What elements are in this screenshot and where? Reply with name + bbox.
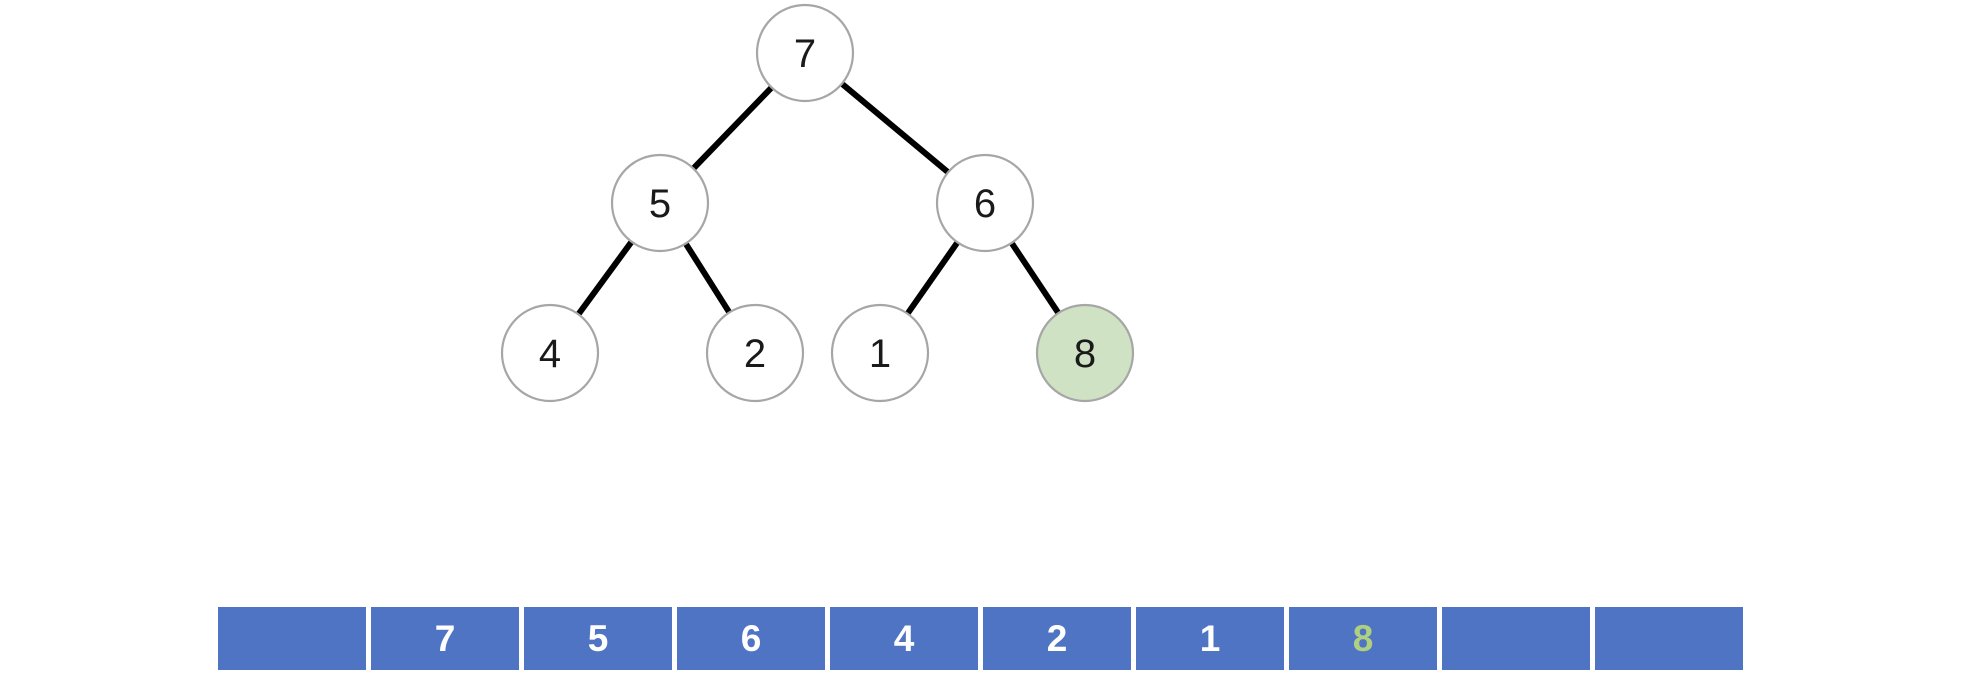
tree-node-circle bbox=[755, 3, 855, 103]
tree-node-circle bbox=[935, 153, 1035, 253]
tree-node-circle bbox=[1035, 303, 1135, 403]
array-cell-1[interactable]: 7 bbox=[371, 607, 519, 670]
tree-edge-7-5 bbox=[691, 85, 774, 171]
tree-node-circle bbox=[500, 303, 600, 403]
tree-node-label: 6 bbox=[974, 182, 996, 226]
tree-node-label: 1 bbox=[869, 332, 891, 376]
tree-node-label: 5 bbox=[649, 182, 671, 226]
array-cell-value: 1 bbox=[1199, 618, 1221, 659]
tree-edge-6-8 bbox=[1009, 241, 1061, 315]
tree-node-circle bbox=[610, 153, 710, 253]
tree-edge-5-2 bbox=[683, 241, 732, 315]
array-cell-value: 4 bbox=[893, 618, 915, 659]
tree-node-2[interactable]: 2 bbox=[705, 303, 805, 403]
tree-node-label: 4 bbox=[539, 332, 561, 376]
tree-edge-layer bbox=[575, 81, 1061, 317]
array-cell-5[interactable]: 2 bbox=[983, 607, 1131, 670]
tree-node-8[interactable]: 8 bbox=[1035, 303, 1135, 403]
tree-node-4[interactable]: 4 bbox=[500, 303, 600, 403]
tree-edge-7-6 bbox=[839, 81, 951, 175]
array-cell-value: 5 bbox=[587, 618, 609, 659]
array-cell-9[interactable] bbox=[1595, 607, 1743, 670]
tree-node-label: 7 bbox=[794, 32, 816, 76]
array-cell-value: 7 bbox=[434, 618, 456, 659]
heap-array: 7 5 6 4 2 1 8 bbox=[218, 607, 1743, 670]
tree-edge-6-1 bbox=[905, 240, 960, 316]
array-cell-3[interactable]: 6 bbox=[677, 607, 825, 670]
array-cell-0[interactable] bbox=[218, 607, 366, 670]
tree-node-6[interactable]: 6 bbox=[935, 153, 1035, 253]
array-cell-value: 8 bbox=[1352, 618, 1374, 659]
tree-node-label: 8 bbox=[1074, 332, 1096, 376]
tree-node-5[interactable]: 5 bbox=[610, 153, 710, 253]
array-cell-6[interactable]: 1 bbox=[1136, 607, 1284, 670]
tree-node-layer: 7 5 6 4 2 1 8 bbox=[500, 3, 1135, 403]
tree-node-circle bbox=[705, 303, 805, 403]
tree-node-1[interactable]: 1 bbox=[830, 303, 930, 403]
array-cell-7[interactable]: 8 bbox=[1289, 607, 1437, 670]
array-cell-4[interactable]: 4 bbox=[830, 607, 978, 670]
tree-node-circle bbox=[830, 303, 930, 403]
binary-tree-diagram: 7 5 6 4 2 1 8 bbox=[500, 3, 1135, 403]
tree-edge-5-4 bbox=[575, 239, 635, 317]
tree-node-7[interactable]: 7 bbox=[755, 3, 855, 103]
array-cell-value: 2 bbox=[1046, 618, 1068, 659]
array-cell-8[interactable] bbox=[1442, 607, 1590, 670]
tree-node-label: 2 bbox=[744, 332, 766, 376]
array-cell-2[interactable]: 5 bbox=[524, 607, 672, 670]
array-cell-value: 6 bbox=[740, 618, 762, 659]
